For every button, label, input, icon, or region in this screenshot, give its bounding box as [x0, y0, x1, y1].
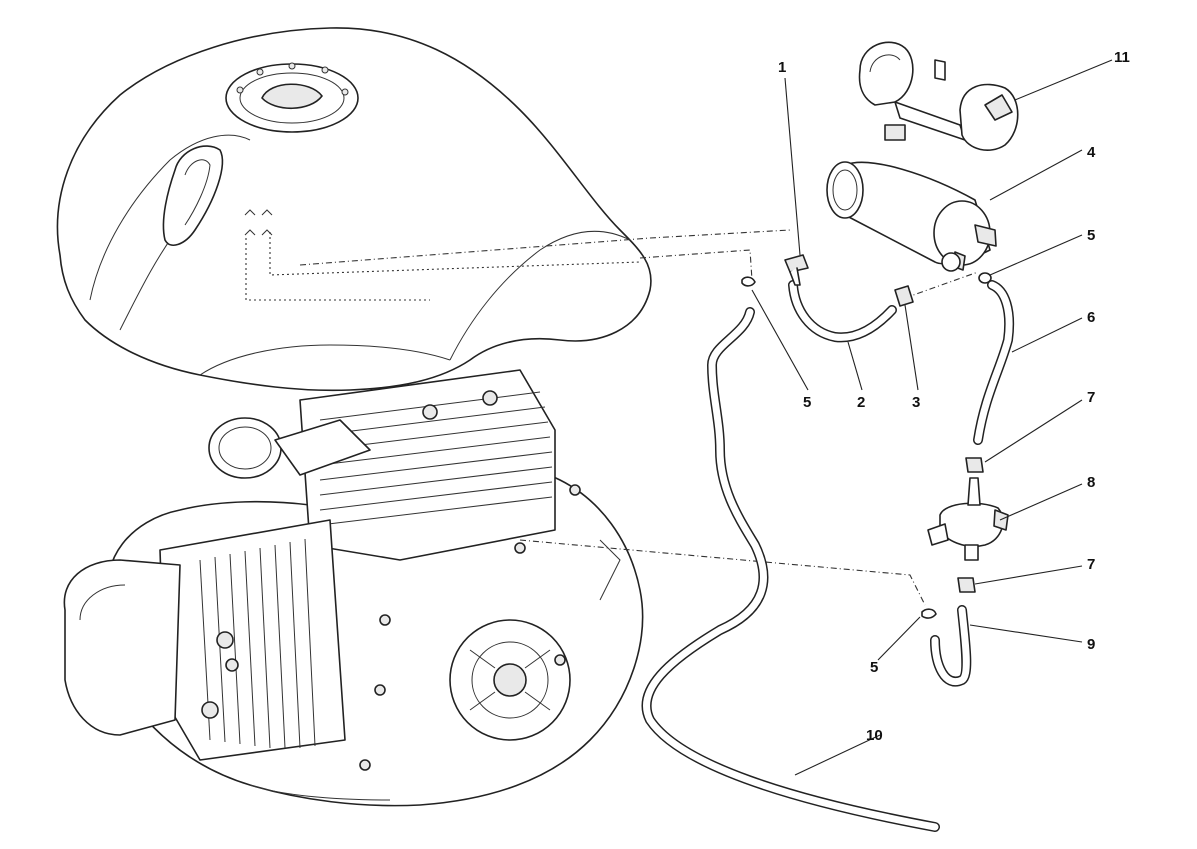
- hose-9: [930, 605, 972, 687]
- callout-5-canister: 5: [1087, 227, 1095, 244]
- callout-8: 8: [1087, 474, 1095, 491]
- callout-4: 4: [1087, 144, 1096, 161]
- callout-labels: 1 11 4 5 6 5 2 3 7 8 7 5 9 10: [778, 49, 1130, 744]
- vent-valve: [927, 477, 1009, 561]
- callout-7-lower: 7: [1087, 556, 1095, 573]
- clamp-1: [784, 254, 809, 286]
- clamp-5-canister: [978, 272, 992, 284]
- callout-1: 1: [778, 59, 786, 76]
- breather-hose-long: [641, 307, 940, 832]
- cylinder-fins-rear: [319, 391, 553, 526]
- leader-lines: [751, 59, 1113, 776]
- callout-5-lower: 5: [870, 659, 878, 676]
- fitting-3: [894, 285, 914, 307]
- routing-lines: [245, 229, 979, 606]
- fitting-7-upper: [965, 457, 984, 473]
- hose-2: [788, 280, 897, 343]
- canister-bracket: [858, 41, 1019, 151]
- engine: [63, 369, 644, 807]
- fitting-7-lower: [957, 577, 976, 593]
- callout-5-top: 5: [803, 394, 811, 411]
- clamp-5-top: [741, 276, 756, 287]
- callout-6: 6: [1087, 309, 1095, 326]
- fuel-tank: [56, 27, 652, 392]
- callout-3: 3: [912, 394, 920, 411]
- callout-10: 10: [866, 727, 883, 744]
- callout-7-upper: 7: [1087, 389, 1095, 406]
- hose-6: [973, 280, 1015, 445]
- callout-11: 11: [1114, 49, 1130, 66]
- evap-canister: [826, 161, 997, 272]
- callout-9: 9: [1087, 636, 1095, 653]
- callout-2: 2: [857, 394, 865, 411]
- clamp-5-lower: [921, 608, 937, 619]
